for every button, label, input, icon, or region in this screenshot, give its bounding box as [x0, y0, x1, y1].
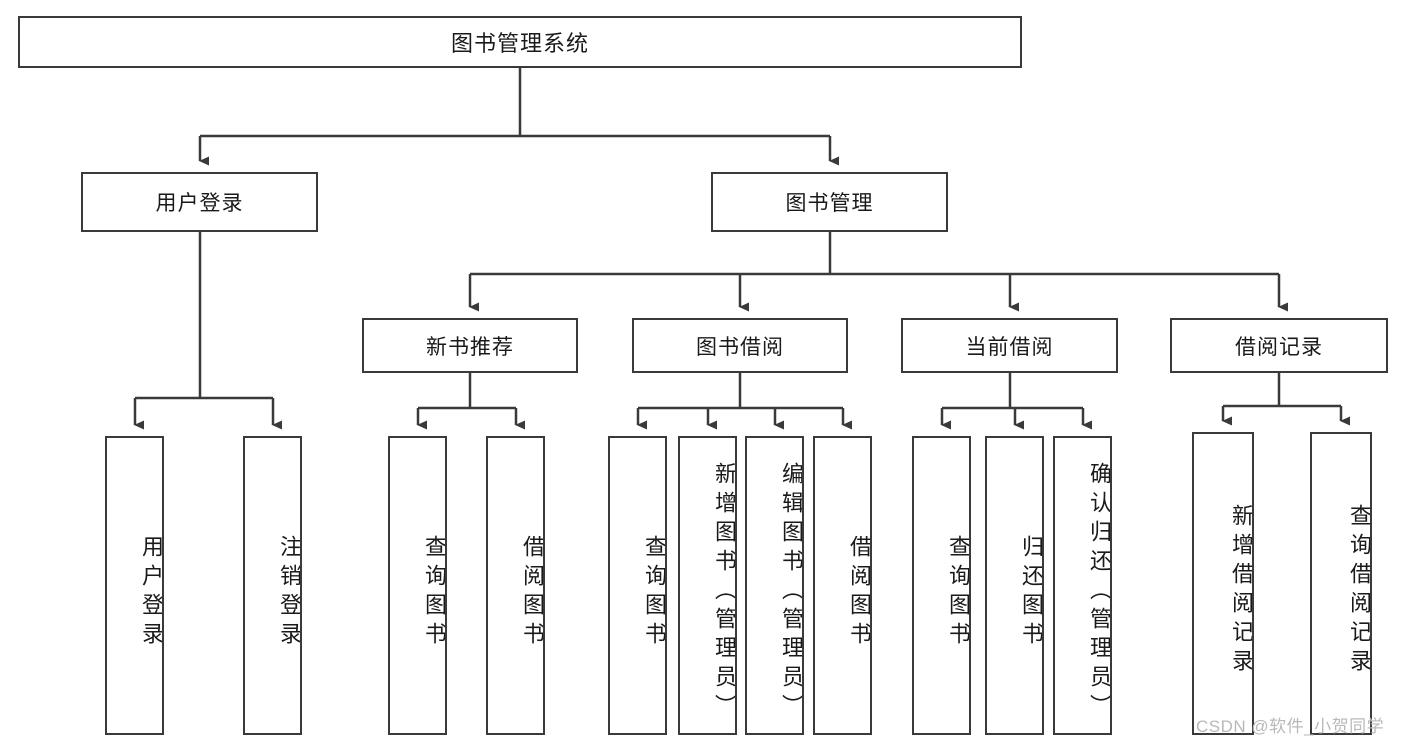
node-leaf-rec-1[interactable]: 新增借阅记录: [1192, 432, 1254, 735]
node-leaf-new-1[interactable]: 查询图书: [388, 436, 447, 735]
node-leaf-login-1[interactable]: 用户登录: [105, 436, 164, 735]
node-leaf-rec-2[interactable]: 查询借阅记录: [1310, 432, 1372, 735]
node-record[interactable]: 借阅记录: [1170, 318, 1388, 373]
node-borrow[interactable]: 图书借阅: [632, 318, 848, 373]
node-leaf-login-2[interactable]: 注销登录: [243, 436, 302, 735]
node-leaf-new-2[interactable]: 借阅图书: [486, 436, 545, 735]
node-newbook[interactable]: 新书推荐: [362, 318, 578, 373]
node-leaf-bor-3[interactable]: 编辑图书（管理员）: [745, 436, 804, 735]
node-leaf-bor-2[interactable]: 新增图书（管理员）: [678, 436, 737, 735]
node-leaf-cur-3[interactable]: 确认归还（管理员）: [1053, 436, 1112, 735]
node-leaf-bor-1[interactable]: 查询图书: [608, 436, 667, 735]
node-bookmgmt[interactable]: 图书管理: [711, 172, 948, 232]
node-root[interactable]: 图书管理系统: [18, 16, 1022, 68]
node-login[interactable]: 用户登录: [81, 172, 318, 232]
node-leaf-bor-4[interactable]: 借阅图书: [813, 436, 872, 735]
node-leaf-cur-2[interactable]: 归还图书: [985, 436, 1044, 735]
node-current[interactable]: 当前借阅: [901, 318, 1118, 373]
node-leaf-cur-1[interactable]: 查询图书: [912, 436, 971, 735]
